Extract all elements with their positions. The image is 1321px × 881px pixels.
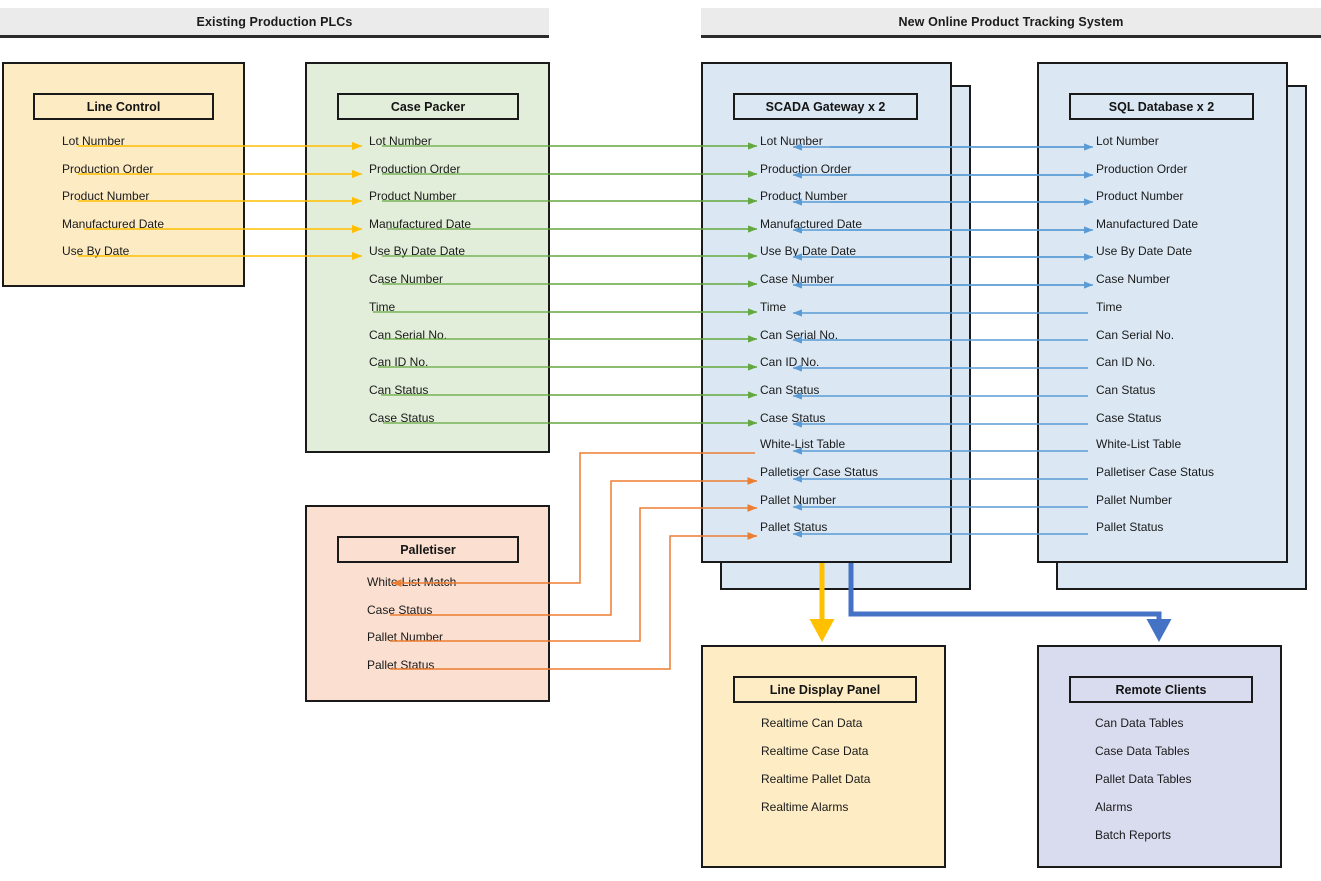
node-palletiser[interactable]: Palletiser White-List Match Case Status … [305,505,550,702]
node-title-text: Remote Clients [1115,682,1207,697]
node-scada-gateway[interactable]: SCADA Gateway x 2 Lot Number Production … [701,62,952,563]
field-case-packer-1: Production Order [369,162,461,176]
field-scada-3: Manufactured Date [760,217,863,231]
field-remote-clients-4: Batch Reports [1095,828,1172,842]
field-sql-8: Can ID No. [1096,355,1156,369]
field-sql-3: Manufactured Date [1096,217,1199,231]
field-scada-5: Case Number [760,272,835,286]
field-sql-11: White-List Table [1096,437,1182,451]
banner-label: New Online Product Tracking System [898,14,1124,29]
field-case-packer-4: Use By Date Date [369,244,466,258]
field-scada-7: Can Serial No. [760,328,839,342]
field-case-packer-7: Can Serial No. [369,328,448,342]
node-title-line-display-panel: Line Display Panel [733,676,917,703]
node-line-display-panel[interactable]: Line Display Panel Realtime Can Data Rea… [701,645,946,868]
field-case-packer-0: Lot Number [369,134,432,148]
field-sql-9: Can Status [1096,383,1156,397]
field-case-packer-5: Case Number [369,272,444,286]
field-scada-6: Time [760,300,787,314]
field-scada-10: Case Status [760,411,826,425]
field-line-control-4: Use By Date [62,244,130,258]
node-title-remote-clients: Remote Clients [1069,676,1253,703]
field-case-packer-3: Manufactured Date [369,217,472,231]
node-title-sql-database: SQL Database x 2 [1069,93,1254,120]
field-sql-7: Can Serial No. [1096,328,1175,342]
node-title-text: Palletiser [400,542,456,557]
field-sql-10: Case Status [1096,411,1162,425]
banner-existing-production-plcs: Existing Production PLCs [0,8,549,38]
field-scada-8: Can ID No. [760,355,820,369]
field-scada-14: Pallet Status [760,520,828,534]
field-line-control-1: Production Order [62,162,154,176]
field-scada-11: White-List Table [760,437,846,451]
field-remote-clients-1: Case Data Tables [1095,744,1190,758]
field-line-display-2: Realtime Pallet Data [761,772,871,786]
node-title-scada-gateway: SCADA Gateway x 2 [733,93,918,120]
field-sql-6: Time [1096,300,1123,314]
field-palletiser-0: White-List Match [367,575,457,589]
banner-label: Existing Production PLCs [196,14,353,29]
node-title-text: Line Display Panel [769,682,881,697]
field-remote-clients-2: Pallet Data Tables [1095,772,1192,786]
field-remote-clients-0: Can Data Tables [1095,716,1184,730]
field-scada-0: Lot Number [760,134,823,148]
field-sql-4: Use By Date Date [1096,244,1193,258]
field-sql-14: Pallet Status [1096,520,1164,534]
field-sql-2: Product Number [1096,189,1184,203]
field-scada-2: Product Number [760,189,848,203]
node-title-palletiser: Palletiser [337,536,519,563]
node-sql-database[interactable]: SQL Database x 2 Lot Number Production O… [1037,62,1288,563]
node-title-text: SCADA Gateway x 2 [765,99,886,114]
field-scada-13: Pallet Number [760,493,837,507]
field-line-control-0: Lot Number [62,134,125,148]
field-scada-9: Can Status [760,383,820,397]
field-palletiser-3: Pallet Status [367,658,435,672]
field-case-packer-2: Product Number [369,189,457,203]
field-line-control-2: Product Number [62,189,150,203]
field-scada-1: Production Order [760,162,852,176]
field-sql-12: Palletiser Case Status [1096,465,1215,479]
field-case-packer-6: Time [369,300,396,314]
field-sql-1: Production Order [1096,162,1188,176]
field-line-display-0: Realtime Can Data [761,716,863,730]
field-line-display-1: Realtime Case Data [761,744,869,758]
field-palletiser-1: Case Status [367,603,433,617]
node-title-text: Line Control [86,99,161,114]
field-line-display-3: Realtime Alarms [761,800,849,814]
banner-new-online-product-tracking-system: New Online Product Tracking System [701,8,1321,38]
node-title-line-control: Line Control [33,93,214,120]
node-title-text: SQL Database x 2 [1108,99,1215,114]
node-title-case-packer: Case Packer [337,93,519,120]
field-sql-0: Lot Number [1096,134,1159,148]
field-sql-13: Pallet Number [1096,493,1173,507]
field-case-packer-10: Case Status [369,411,435,425]
node-case-packer[interactable]: Case Packer Lot Number Production Order … [305,62,550,453]
node-line-control[interactable]: Line Control Lot Number Production Order… [2,62,245,287]
node-remote-clients[interactable]: Remote Clients Can Data Tables Case Data… [1037,645,1282,868]
field-case-packer-8: Can ID No. [369,355,429,369]
field-sql-5: Case Number [1096,272,1171,286]
field-scada-4: Use By Date Date [760,244,857,258]
field-palletiser-2: Pallet Number [367,630,444,644]
node-title-text: Case Packer [390,99,466,114]
field-case-packer-9: Can Status [369,383,429,397]
field-scada-12: Palletiser Case Status [760,465,879,479]
field-remote-clients-3: Alarms [1095,800,1133,814]
field-line-control-3: Manufactured Date [62,217,165,231]
